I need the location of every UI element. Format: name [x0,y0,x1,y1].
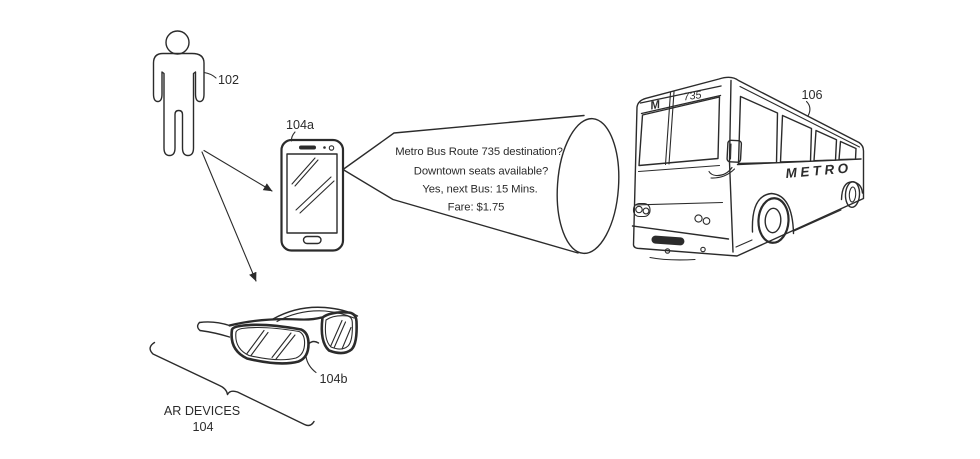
phone-home-button [302,235,322,245]
speech-line-2: Downtown seats available? [414,166,548,178]
cone-upper-edge [342,114,585,171]
bus-front-bumper [631,225,730,261]
bus-skirt-line-rear [793,209,842,232]
glasses-right-lens [324,315,353,350]
ar-devices-number: 104 [192,420,213,434]
bus-headsign-letter: M [649,99,661,113]
bus-front-trim-upper [637,164,721,173]
glasses-brow-bar [228,316,323,327]
speech-line-4: Fare: $1.75 [448,202,505,214]
association-arrows [201,149,273,282]
speech-cone: Metro Bus Route 735 destination? Downtow… [342,114,620,255]
phone-speaker [299,145,316,150]
smartphone [280,131,345,252]
phone-body [280,138,345,252]
arrow-to-phone [203,149,273,192]
bus-windshield [638,96,721,167]
bus: M 735 METRO [631,76,865,261]
glasses-label-leader [305,355,317,374]
bus-skirt-line-front [735,239,753,248]
arrow-to-glasses [201,151,257,282]
person-label: 102 [218,73,239,87]
glasses-left-lens [235,326,306,361]
glasses-right-lens-frame [320,311,358,355]
bus-brand-text: METRO [785,160,852,181]
bus-roof-rail [739,85,861,148]
speech-line-3: Yes, next Bus: 15 Mins. [422,184,537,196]
bus-label-leader [805,100,811,117]
bus-headsign-bottom [640,94,722,115]
bus-headlights [632,202,711,225]
person-head [165,30,190,55]
bus-front-trim-lower [633,201,724,206]
speech-line-1: Metro Bus Route 735 destination? [395,146,563,158]
cone-lower-edge [342,168,579,254]
phone-sensor-dot [323,146,326,149]
person-figure [152,30,217,157]
glasses-label: 104b [320,372,348,386]
person-label-leader [203,71,217,79]
bus-windshield-divider-2 [668,91,675,165]
bus-beltline [736,158,862,166]
bus-label: 106 [801,88,822,102]
bus-rear-wheel [840,181,864,208]
glasses-nose-bridge [307,340,320,345]
ar-devices-label: AR DEVICES [164,404,240,418]
phone-camera [328,145,335,151]
bus-side-mirror [708,139,743,179]
bus-side-windows [737,95,857,165]
phone-screen [286,153,338,234]
bus-headsign-top [639,85,722,104]
ar-glasses [196,306,359,374]
bus-outline [632,76,865,257]
person-body [152,52,205,157]
bus-front-wheel [751,192,795,244]
cone-mouth [556,117,620,255]
ar-devices-brace [149,341,315,427]
phone-label: 104a [286,118,314,132]
phone-screen-reflections [291,157,335,214]
glasses-left-temple [196,321,231,338]
bus-headsign-route: 735 [683,89,703,104]
bus-front-corner-pillar [728,79,734,253]
bus-windshield-divider-1 [664,91,672,166]
glasses-lens-reflections [246,319,352,360]
phone-label-leader [290,131,296,142]
